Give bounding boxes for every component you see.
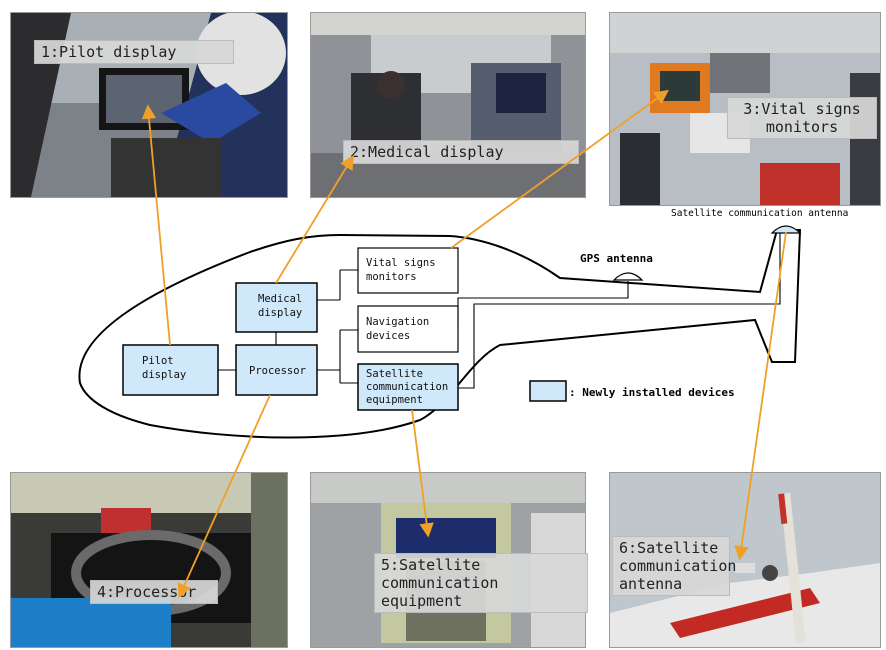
photo-processor xyxy=(10,472,288,648)
box-satellite-communication-equipment xyxy=(357,363,459,411)
box-processor xyxy=(235,344,318,396)
gps-antenna-shape xyxy=(612,272,644,281)
box-processor-label: Processor xyxy=(249,365,306,377)
box-pilot-display-line1: Pilot xyxy=(142,355,174,367)
box-pilot-display-line2: display xyxy=(142,369,186,381)
wiring xyxy=(218,233,781,389)
satellite-antenna-label: Satellite communication antenna xyxy=(671,208,848,219)
box-pilot-display xyxy=(122,344,219,396)
caption-processor: 4:Processor xyxy=(90,580,218,604)
caption-satellite-communication-equipment: 5:Satellite communication equipment xyxy=(374,553,588,613)
caption-vital-signs-monitors: 3:Vital signs monitors xyxy=(727,97,877,139)
photo-medical-display xyxy=(310,12,586,198)
caption-pilot-display: 1:Pilot display xyxy=(34,40,234,64)
legend-label: : Newly installed devices xyxy=(569,386,735,399)
gps-antenna-label: GPS antenna xyxy=(580,252,653,265)
caption-medical-display: 2:Medical display xyxy=(343,140,579,164)
fuselage-outline xyxy=(78,229,802,439)
box-navigation-devices xyxy=(357,305,459,353)
satellite-antenna-shape xyxy=(770,225,802,234)
photo-pilot-display xyxy=(10,12,288,198)
box-medical-display xyxy=(235,282,318,333)
legend-swatch xyxy=(529,380,567,402)
box-vital-signs-monitors xyxy=(357,247,459,294)
caption-satellite-communication-antenna: 6:Satellite communication antenna xyxy=(612,536,736,596)
